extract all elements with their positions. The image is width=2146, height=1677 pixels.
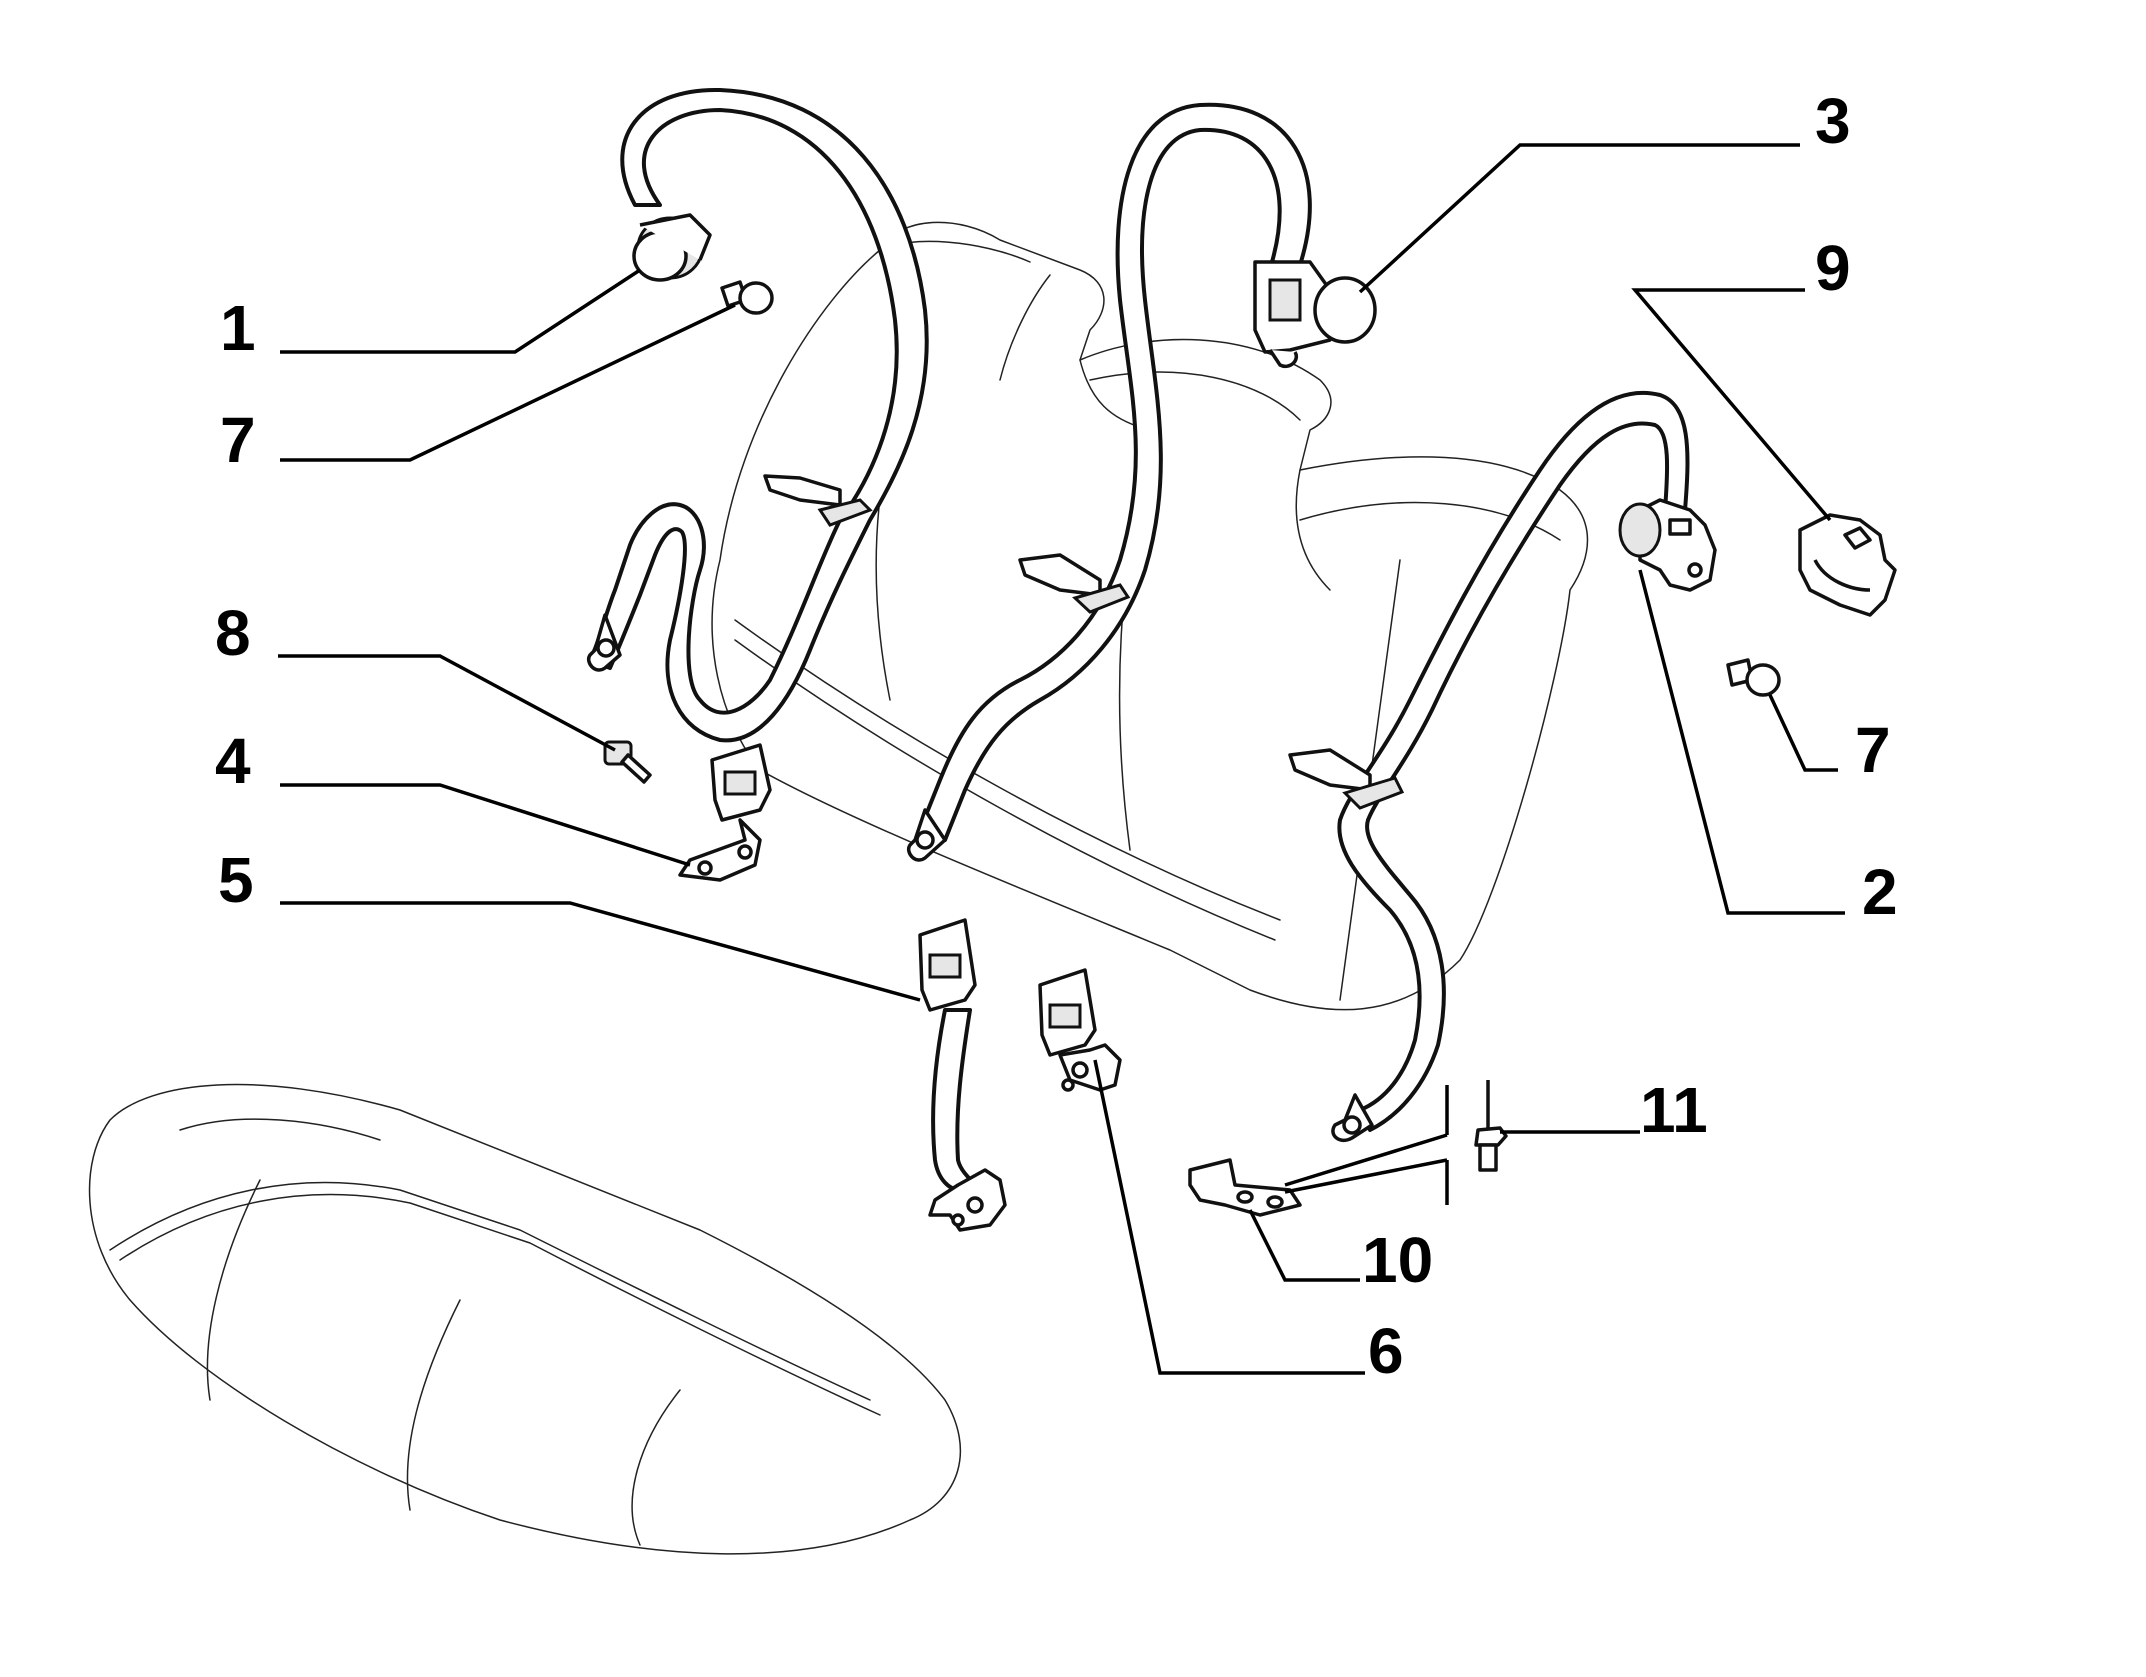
leader-10 (1248, 1209, 1360, 1282)
bolt-7-right (1726, 658, 1781, 697)
callout-7-upper: 7 (220, 404, 256, 476)
buckle-4 (678, 743, 772, 882)
callout-7-right: 7 (1855, 714, 1891, 786)
leader-9 (1631, 288, 1832, 522)
retractor-3 (1253, 260, 1377, 368)
callout-1: 1 (220, 292, 256, 364)
buckle-5 (918, 918, 1007, 1232)
callout-8: 8 (215, 597, 251, 669)
callout-2: 2 (1862, 856, 1898, 928)
seat-cushion (88, 1083, 961, 1555)
callout-4: 4 (215, 725, 251, 797)
bracket-10 (1188, 1158, 1302, 1217)
right-seat-belt (1288, 390, 1717, 1143)
leader-3 (1358, 143, 1800, 294)
left-seat-belt (587, 87, 929, 743)
retractor-2 (1618, 498, 1717, 592)
pin-11 (1474, 1080, 1508, 1172)
callout-9: 9 (1815, 232, 1851, 304)
leader-6 (1093, 1059, 1365, 1375)
leader-2 (1638, 569, 1845, 915)
leader-5 (280, 901, 921, 1002)
callout-10: 10 (1362, 1224, 1433, 1296)
callout-11: 11 (1640, 1074, 1708, 1146)
bracket-line-10-11-upper (1284, 1133, 1448, 1187)
leader-7-right (1768, 694, 1838, 772)
callout-6: 6 (1368, 1315, 1404, 1387)
retractor-1 (632, 213, 712, 282)
leader-7-upper (280, 303, 736, 462)
callout-labels: 1 7 8 4 5 3 9 7 2 11 10 6 (215, 85, 1898, 1387)
callout-3: 3 (1815, 85, 1851, 157)
cover-9 (1798, 513, 1897, 617)
center-seat-belt (907, 102, 1377, 862)
leader-8 (278, 654, 616, 752)
leader-1 (280, 268, 641, 354)
bracket-line-10-11-lower (1284, 1158, 1448, 1194)
leader-lines (278, 143, 1845, 1375)
bolt-7-upper (720, 280, 774, 315)
leader-4 (280, 783, 691, 867)
callout-5: 5 (218, 844, 254, 916)
buckle-6 (1038, 968, 1122, 1092)
